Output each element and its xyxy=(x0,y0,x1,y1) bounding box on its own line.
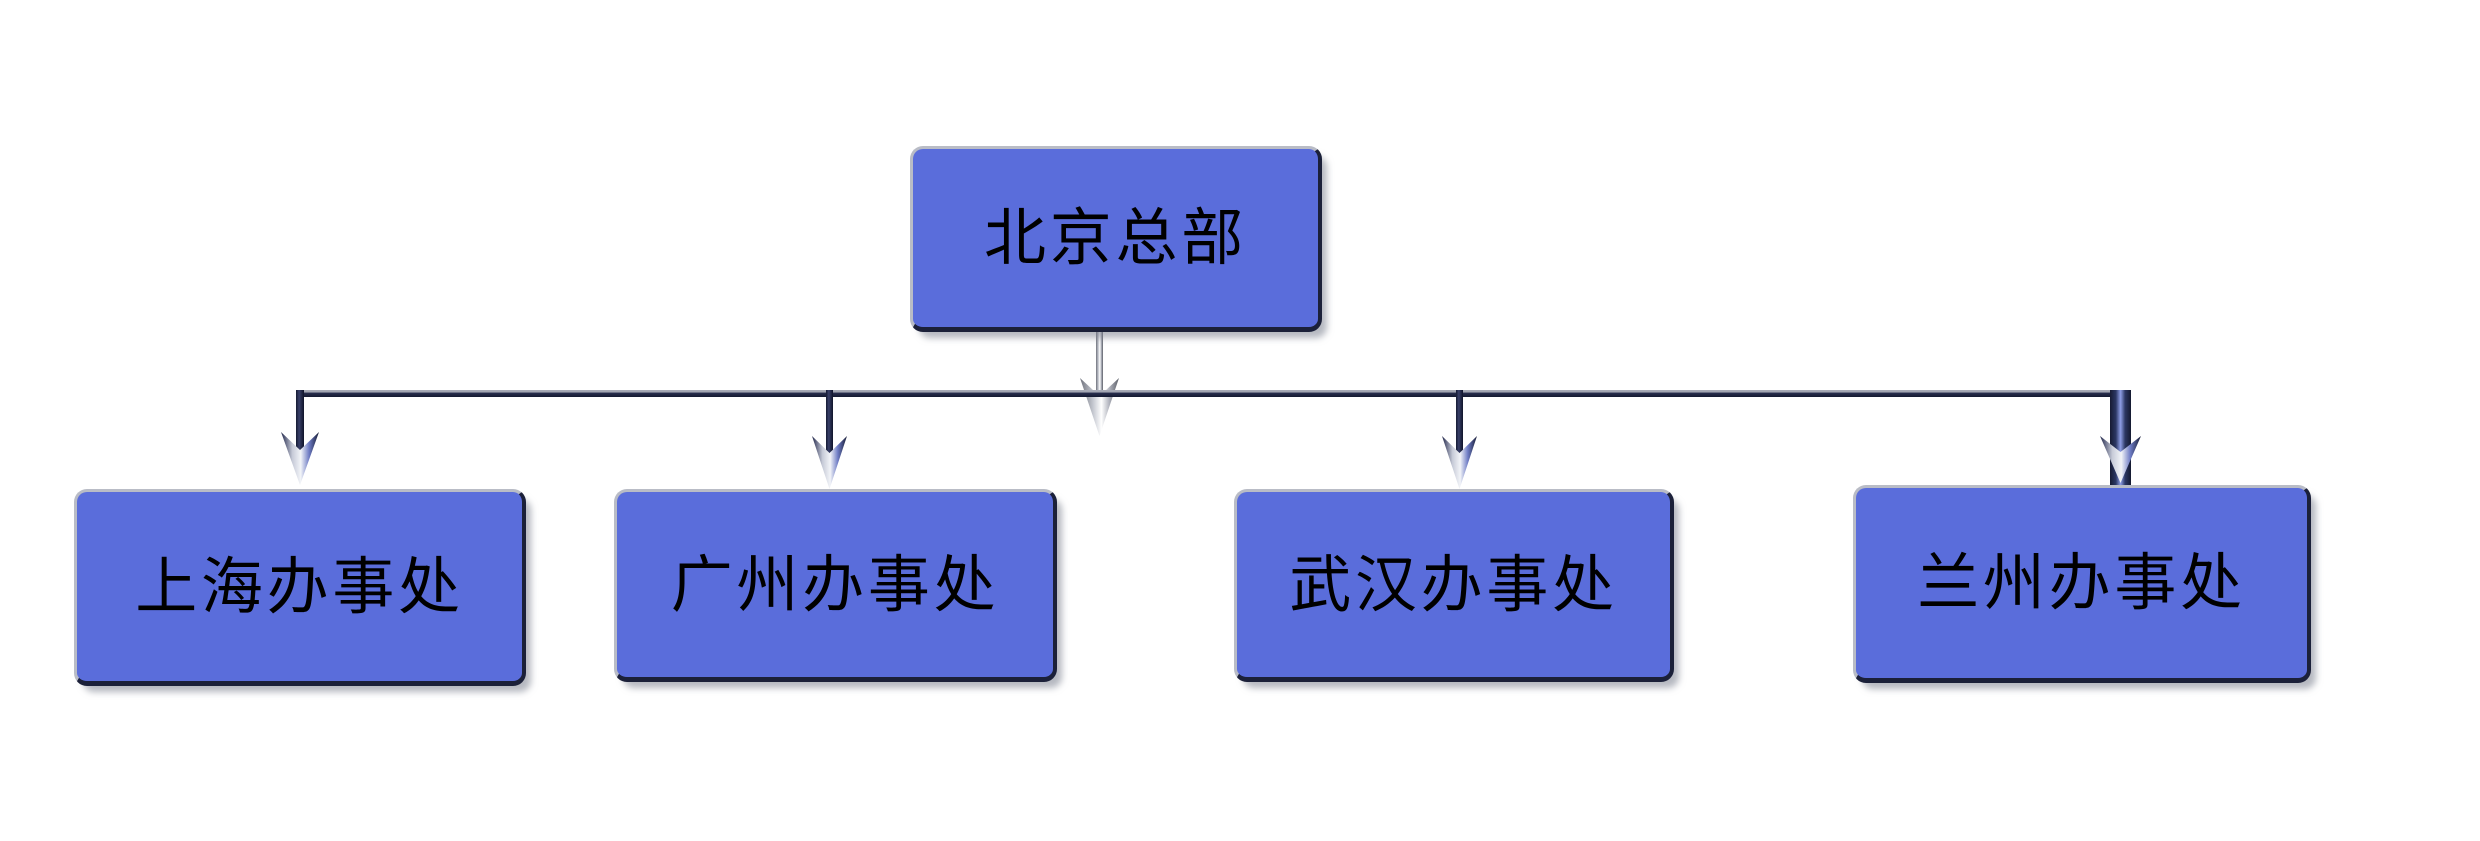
org-node-root[interactable]: 北京总部 xyxy=(910,146,1322,332)
connector-bus-to-child-2 xyxy=(1442,390,1477,489)
connector-bus xyxy=(298,390,2121,397)
org-node-lanzhou[interactable]: 兰州办事处 xyxy=(1853,485,2311,683)
connector-bus-to-child-0 xyxy=(281,390,319,485)
org-node-wuhan-label: 武汉办事处 xyxy=(1289,547,1618,621)
org-node-guangzhou[interactable]: 广州办事处 xyxy=(614,489,1057,682)
connector-bus-to-child-3 xyxy=(2100,390,2141,486)
org-node-shanghai-label: 上海办事处 xyxy=(135,549,464,623)
org-node-root-label: 北京总部 xyxy=(984,201,1247,274)
connector-bus-to-child-1 xyxy=(812,390,847,489)
connector-root-to-bus xyxy=(1080,332,1119,436)
org-node-shanghai[interactable]: 上海办事处 xyxy=(74,489,526,686)
org-node-lanzhou-label: 兰州办事处 xyxy=(1917,546,2246,619)
org-node-wuhan[interactable]: 武汉办事处 xyxy=(1234,489,1674,682)
org-node-guangzhou-label: 广州办事处 xyxy=(670,547,1000,621)
